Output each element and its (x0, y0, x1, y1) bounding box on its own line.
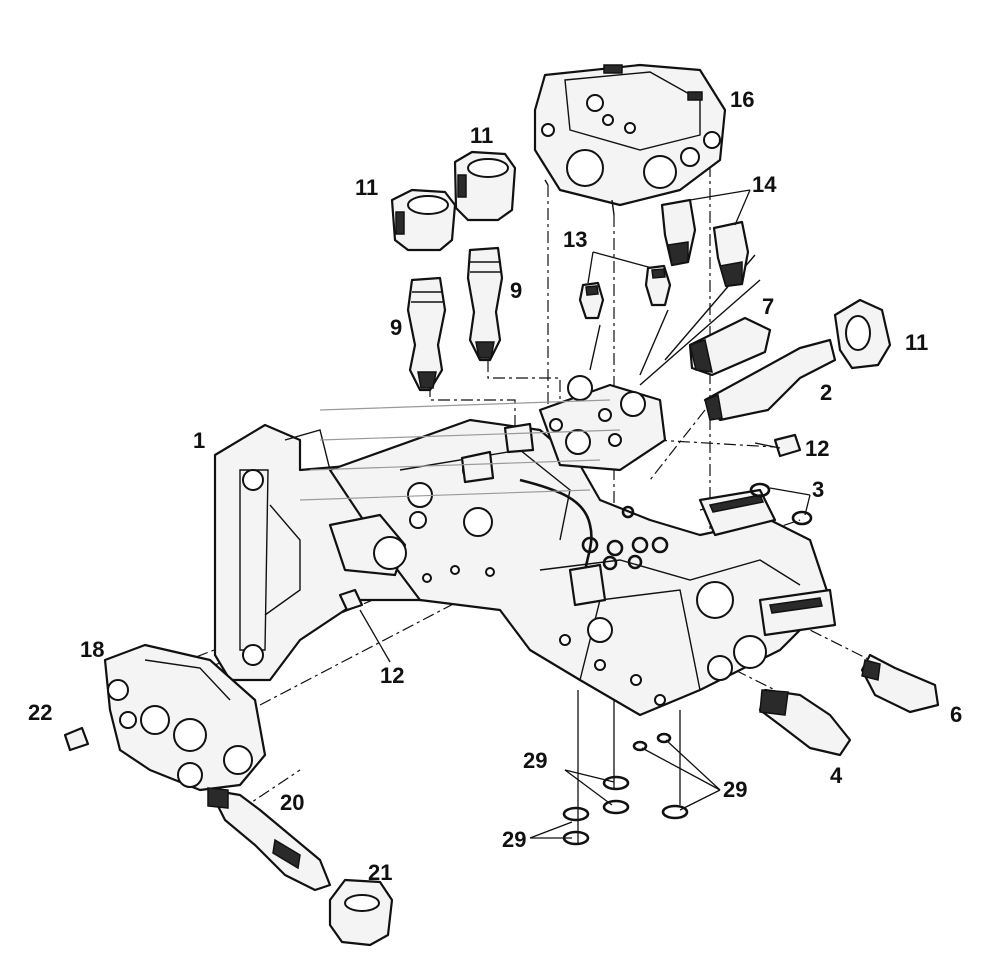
callout-2: 2 (820, 380, 832, 405)
callout-11-left: 11 (355, 175, 378, 200)
callout-9-left: 9 (390, 315, 402, 340)
solenoid-coils (328, 150, 892, 947)
callout-3: 3 (812, 477, 824, 502)
callout-13: 13 (563, 227, 587, 252)
callout-29-bottom: 29 (502, 827, 526, 852)
callout-12-right: 12 (805, 436, 829, 461)
callout-7: 7 (762, 294, 774, 319)
callout-labels: 1 2 3 4 6 7 9 9 11 11 11 12 12 13 14 16 … (28, 87, 962, 885)
callout-11-center: 11 (470, 123, 493, 148)
seal-rings (562, 482, 813, 846)
directional-valve-block (533, 63, 727, 216)
callout-29-right: 29 (723, 777, 747, 802)
callout-14: 14 (752, 172, 777, 197)
solenoid-cartridges (406, 246, 504, 392)
callout-6: 6 (950, 702, 962, 727)
callout-22: 22 (28, 700, 52, 725)
auxiliary-valve-assembly (103, 643, 332, 892)
callout-11-right: 11 (905, 330, 928, 355)
cartridge-valves (578, 198, 837, 422)
pressure-sensors (758, 653, 940, 757)
callout-4: 4 (830, 763, 843, 788)
plug-fittings (63, 433, 802, 752)
callout-18: 18 (80, 637, 104, 662)
callout-leaders (359, 189, 811, 839)
main-valve-body (213, 375, 837, 717)
callout-20: 20 (280, 790, 304, 815)
callout-1: 1 (193, 428, 205, 453)
callout-12-lower: 12 (380, 663, 404, 688)
callout-9-right: 9 (510, 278, 522, 303)
callout-29-top: 29 (523, 748, 547, 773)
callout-16: 16 (730, 87, 754, 112)
callout-21: 21 (368, 860, 392, 885)
